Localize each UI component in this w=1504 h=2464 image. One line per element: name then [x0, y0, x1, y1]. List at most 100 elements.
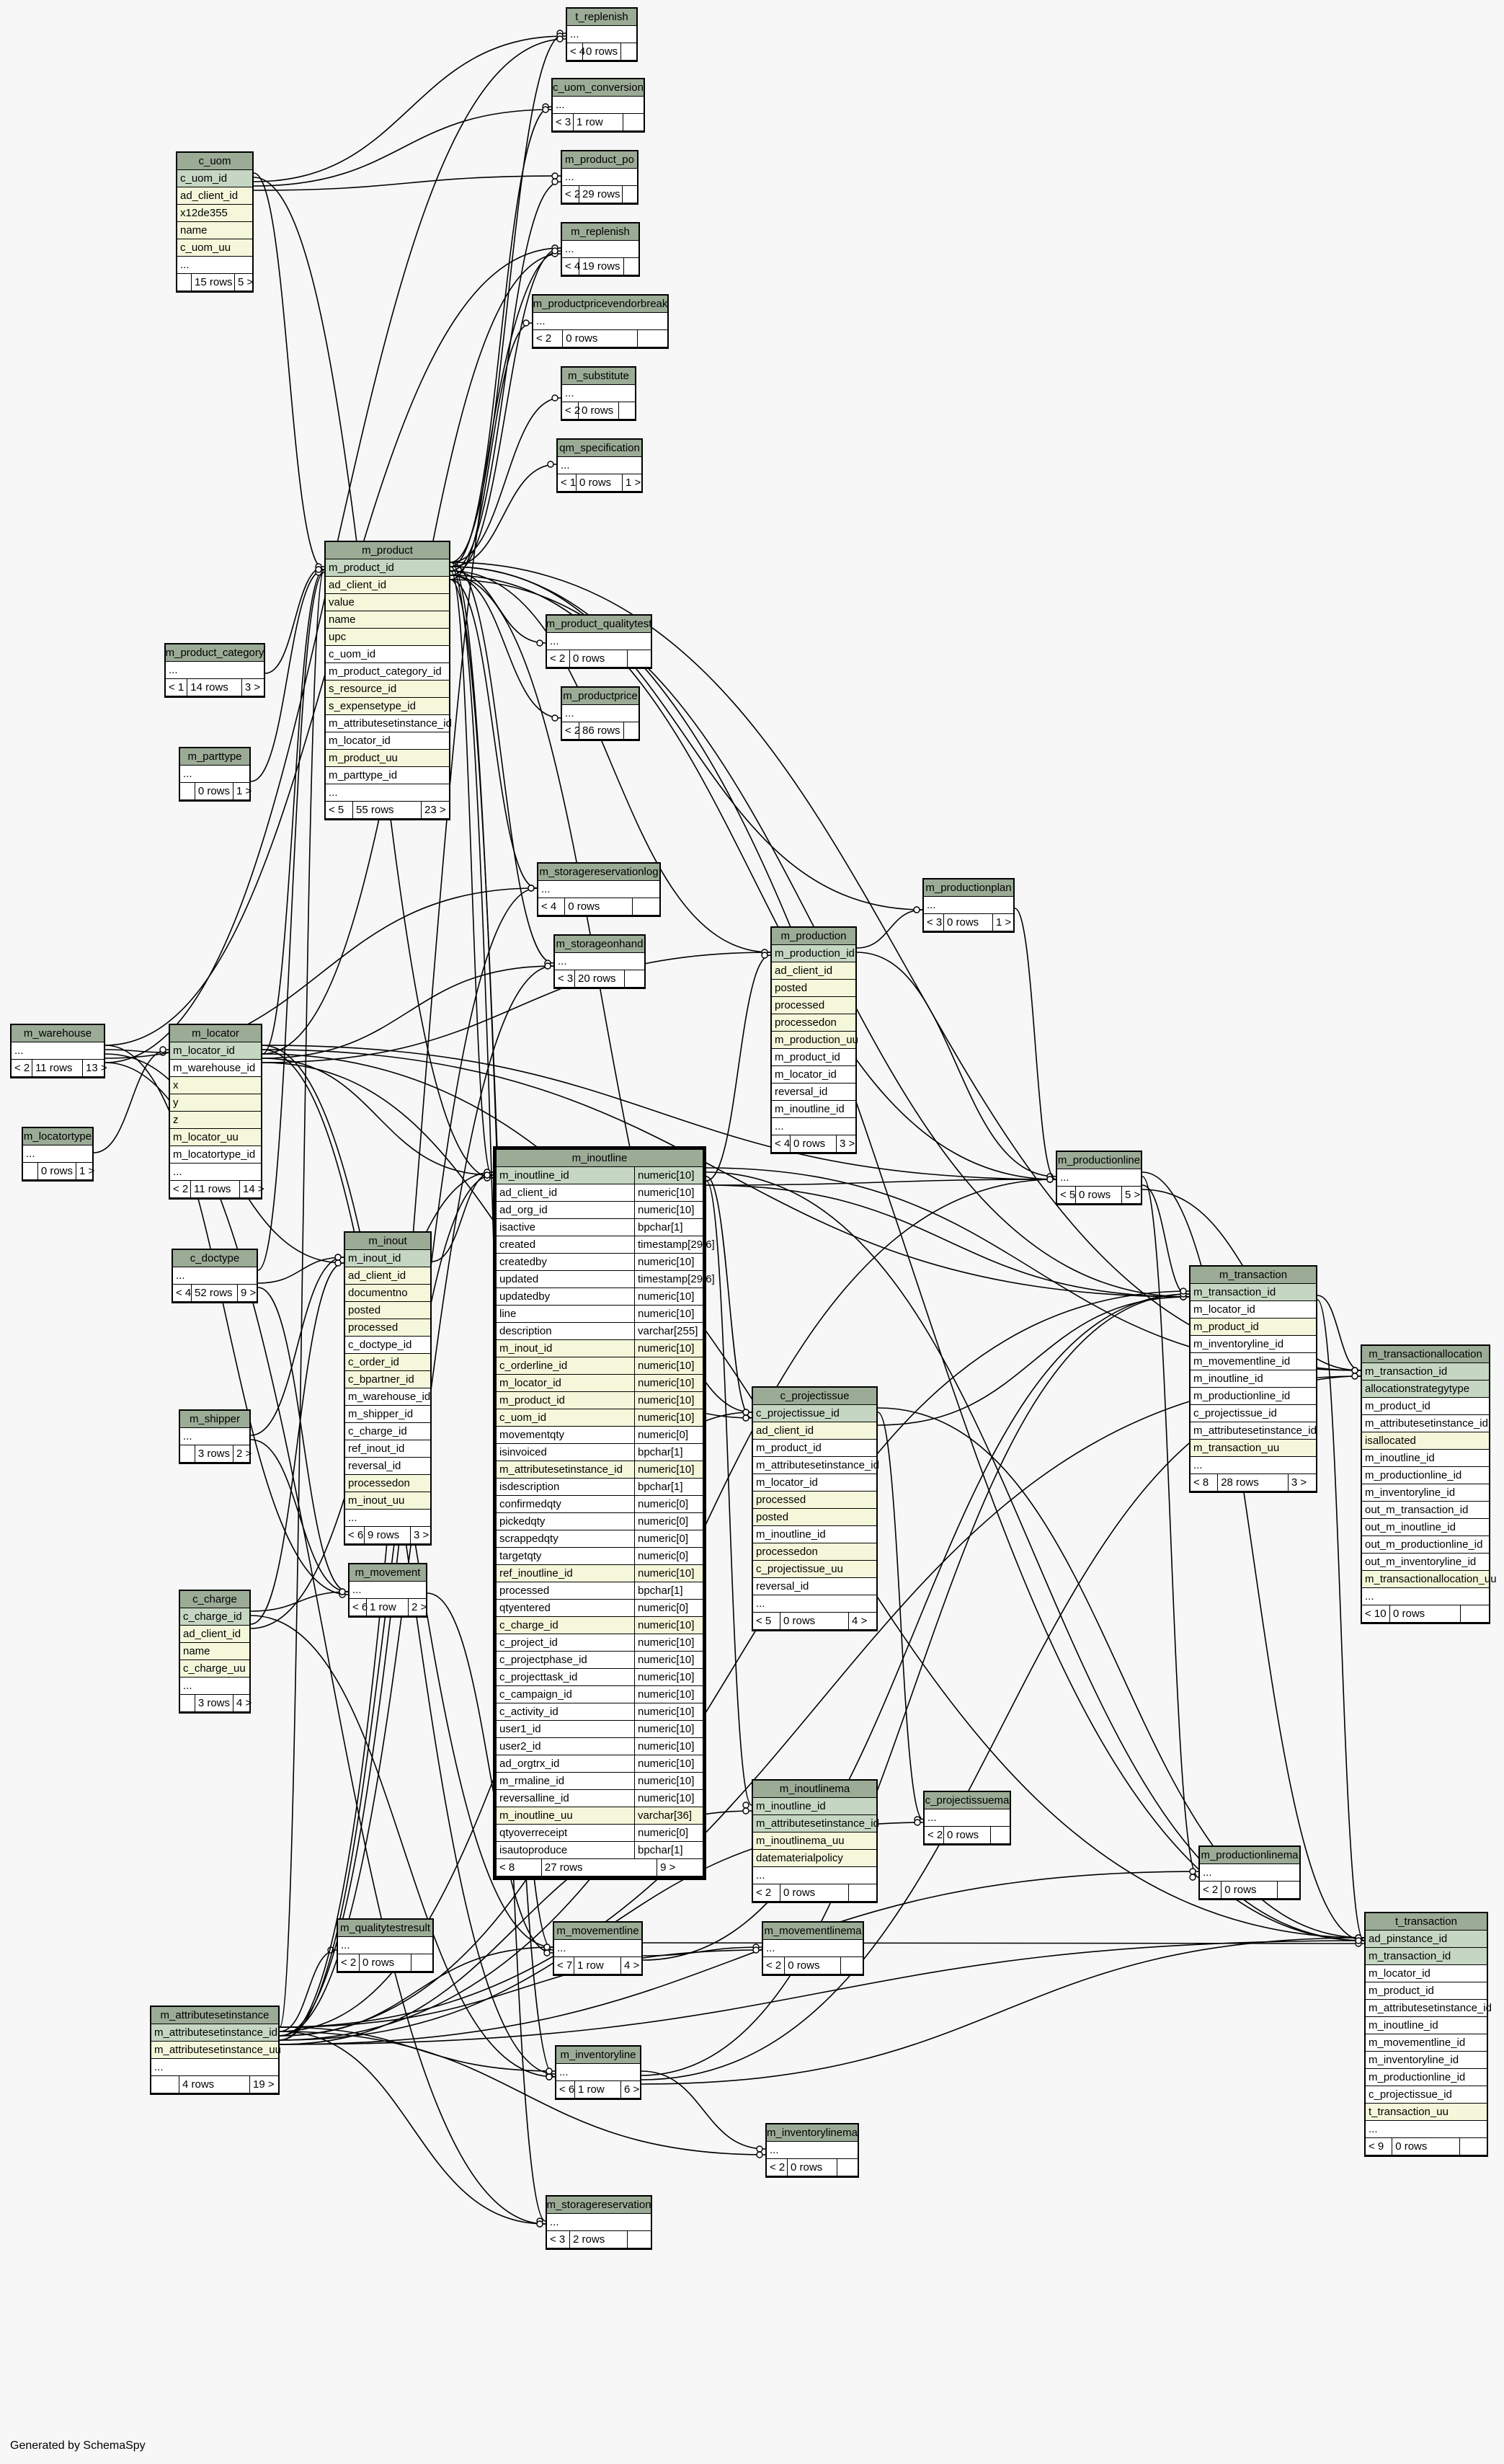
table-header[interactable]: m_shipper: [180, 1411, 249, 1428]
table-header[interactable]: c_projectissuema: [925, 1792, 1010, 1809]
children-count: 23 >: [424, 804, 446, 816]
table-header[interactable]: m_productionline: [1057, 1152, 1141, 1169]
table-header[interactable]: m_locatortype: [23, 1128, 92, 1145]
table-header[interactable]: m_inoutlinema: [753, 1781, 876, 1798]
table-header[interactable]: m_productprice: [562, 688, 638, 705]
table-header[interactable]: m_movementlinema: [763, 1923, 863, 1940]
table-header[interactable]: m_transaction: [1191, 1267, 1316, 1284]
relationship-end-marker: [914, 1819, 921, 1826]
table-header[interactable]: m_movementline: [554, 1923, 641, 1940]
table-header[interactable]: qm_specification: [558, 440, 641, 457]
table-header[interactable]: c_projectissue: [753, 1388, 876, 1405]
table-header[interactable]: m_productpricevendorbreak: [533, 296, 667, 313]
table-header[interactable]: m_locator: [170, 1025, 261, 1042]
table-header[interactable]: m_storagereservation: [546, 2197, 651, 2214]
table-header[interactable]: c_uom_conversion: [553, 79, 644, 97]
table-header[interactable]: m_replenish: [562, 223, 638, 241]
table-header[interactable]: t_replenish: [567, 9, 636, 26]
parents-count: < 8: [497, 1859, 542, 1876]
table-header[interactable]: m_product: [326, 542, 449, 559]
table-header[interactable]: m_inventoryline: [556, 2047, 640, 2064]
table-header[interactable]: m_inout: [345, 1233, 430, 1250]
column-row: z: [170, 1112, 261, 1129]
column-type: numeric[10]: [634, 1773, 703, 1789]
table-header[interactable]: m_qualitytestresult: [338, 1920, 432, 1937]
table-header[interactable]: c_uom: [177, 153, 252, 170]
table-header[interactable]: m_product_qualitytest: [546, 616, 651, 633]
column-ellipsis: ...: [12, 1042, 104, 1060]
table-header[interactable]: m_movement: [350, 1564, 426, 1582]
table-header[interactable]: m_product_category: [166, 644, 264, 662]
table-header[interactable]: m_parttype: [180, 748, 249, 766]
table-header[interactable]: m_transactionallocation: [1362, 1346, 1489, 1363]
column-row: ad_client_id: [326, 577, 449, 594]
table-header[interactable]: m_warehouse: [12, 1025, 104, 1042]
column-row: m_inout_id: [345, 1250, 430, 1267]
table-header[interactable]: c_charge: [180, 1591, 249, 1608]
table-header[interactable]: m_inoutline: [497, 1150, 703, 1167]
table-header[interactable]: m_productionlinema: [1200, 1847, 1299, 1864]
row-count: 15 rows: [192, 274, 235, 291]
table-header[interactable]: m_substitute: [562, 368, 635, 385]
table-header[interactable]: m_storagereservationlog: [538, 864, 659, 881]
column-type: varchar[255]: [634, 1323, 703, 1339]
relationship-end-marker: [556, 35, 564, 43]
row-count: 0 rows: [577, 474, 623, 491]
table-header[interactable]: m_productionplan: [924, 879, 1013, 897]
column-type: numeric[10]: [634, 1254, 703, 1270]
column-row: name: [177, 222, 252, 239]
table-header[interactable]: m_inventorylinema: [767, 2124, 858, 2142]
relationship-end-marker: [315, 566, 322, 573]
table-header[interactable]: m_production: [772, 928, 855, 945]
table-header[interactable]: t_transaction: [1366, 1913, 1487, 1931]
table-header[interactable]: c_doctype: [173, 1250, 257, 1267]
table-header[interactable]: m_attributesetinstance: [151, 2007, 278, 2024]
table-header[interactable]: m_storageonhand: [555, 936, 644, 953]
table-header[interactable]: m_product_po: [562, 151, 637, 169]
